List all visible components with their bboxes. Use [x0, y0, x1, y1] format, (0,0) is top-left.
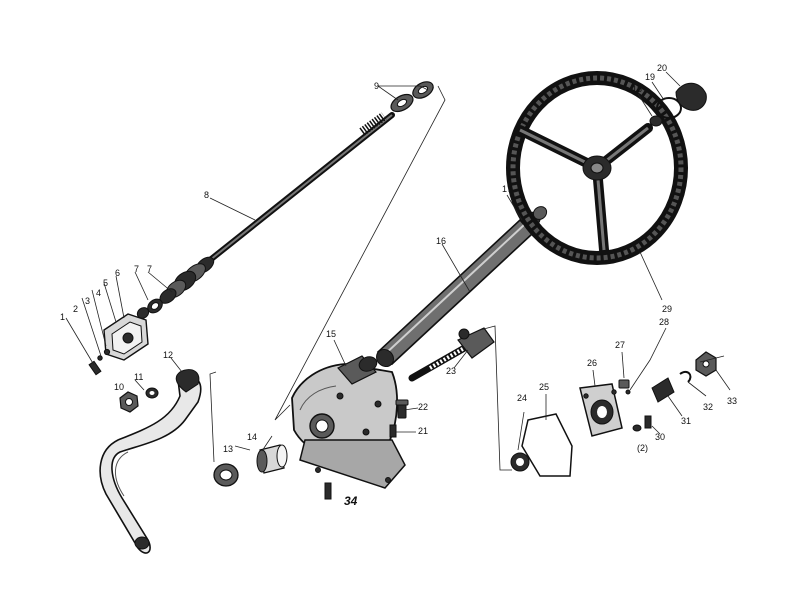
- label-part-31: 31: [681, 416, 691, 426]
- label-part-3: 3: [85, 296, 90, 306]
- steering-shaft: [197, 112, 395, 271]
- nut-and-washer: [119, 387, 159, 413]
- label-part-26: 26: [587, 358, 597, 368]
- wheel-hub-parts: [649, 82, 707, 127]
- gear-box-screws: [389, 399, 409, 438]
- leader-lines: [65, 71, 731, 471]
- label-part-30: 30: [655, 432, 665, 442]
- label-part-29: 29: [662, 304, 672, 314]
- label-part-21: 21: [418, 426, 428, 436]
- label-part-27: 27: [615, 340, 625, 350]
- label-part-11: 11: [134, 372, 143, 382]
- steering-wheel: [506, 71, 688, 265]
- label-part-12: 12: [163, 350, 173, 360]
- label-part-14: 14: [247, 432, 257, 442]
- label-part-30-qty: (2): [637, 443, 648, 453]
- label-part-32: 32: [703, 402, 713, 412]
- label-part-25: 25: [539, 382, 549, 392]
- worm-shaft: [408, 327, 495, 382]
- label-part-7-second: 7: [147, 264, 152, 274]
- label-part-22: 22: [418, 402, 428, 412]
- label-part-19: 19: [645, 72, 655, 82]
- steering-gear-box: [291, 355, 406, 489]
- label-part-8: 8: [204, 190, 209, 200]
- label-part-10: 10: [114, 382, 124, 392]
- label-part-24: 24: [517, 393, 527, 403]
- gear-box-stud: [324, 482, 332, 500]
- label-part-20: 20: [657, 63, 667, 73]
- label-part-1: 1: [60, 312, 65, 322]
- label-part-13: 13: [223, 444, 233, 454]
- label-part-7: 7: [134, 264, 139, 274]
- label-part-28: 28: [659, 317, 669, 327]
- adjuster-hardware: [618, 351, 717, 432]
- upper-bearing: [390, 81, 434, 113]
- shaft-coupling-stack: [136, 256, 215, 319]
- label-part-34: 34: [344, 494, 358, 508]
- flange-assembly: [510, 383, 623, 477]
- label-part-16: 16: [436, 236, 446, 246]
- end-cover-plate: [88, 313, 149, 376]
- label-part-33: 33: [727, 396, 737, 406]
- label-part-18: 18: [632, 84, 642, 94]
- label-part-23: 23: [446, 366, 456, 376]
- lower-bearing-and-bushing: [213, 444, 288, 487]
- label-part-5: 5: [103, 278, 108, 288]
- label-part-2: 2: [73, 304, 78, 314]
- label-part-17: 17: [502, 184, 512, 194]
- label-part-6: 6: [115, 268, 120, 278]
- part-number-labels: 1 2 3 4 5 6 7 7 8 9 10 11 12 13 14 15 16…: [60, 63, 737, 508]
- label-part-9: 9: [374, 81, 379, 91]
- pitman-arm: [99, 369, 202, 554]
- label-part-15: 15: [326, 329, 336, 339]
- label-part-4: 4: [96, 288, 101, 298]
- steering-column-tube: [376, 218, 534, 368]
